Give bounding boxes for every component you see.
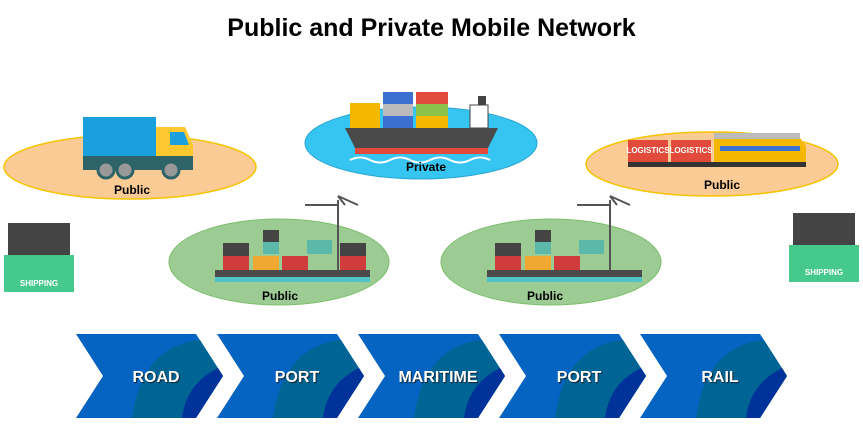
shipping-container-icon bbox=[4, 223, 74, 292]
stage-chevron-rail bbox=[640, 334, 787, 418]
node-label: Public bbox=[526, 289, 564, 303]
stage-label: PORT bbox=[556, 369, 602, 386]
stage-label: PORT bbox=[274, 369, 320, 386]
stage-label: ROAD bbox=[132, 369, 180, 386]
node-label: Private bbox=[405, 160, 447, 174]
train-car-label: LOGISTICS bbox=[669, 146, 713, 155]
node-label: Public bbox=[703, 178, 741, 192]
node-label: Public bbox=[113, 183, 151, 197]
stage-chevron-maritime bbox=[358, 334, 505, 418]
stage-label: RAIL bbox=[701, 369, 739, 386]
freight-train-icon bbox=[628, 133, 806, 167]
shipping-label: SHIPPING bbox=[804, 268, 844, 277]
page-title: Public and Private Mobile Network bbox=[227, 14, 636, 42]
port-crane-icon bbox=[215, 195, 370, 282]
train-car-label: LOGISTICS bbox=[626, 146, 670, 155]
stage-chevron-port bbox=[217, 334, 364, 418]
node-label: Public bbox=[261, 289, 299, 303]
cargo-ship-icon bbox=[345, 92, 498, 164]
shipping-label: SHIPPING bbox=[19, 279, 59, 288]
stage-label: MARITIME bbox=[398, 369, 478, 386]
shipping-container-icon bbox=[789, 213, 859, 282]
truck-icon bbox=[83, 117, 193, 180]
stage-chevron-port bbox=[499, 334, 646, 418]
stage-chevron-road bbox=[76, 334, 223, 418]
port-crane-icon bbox=[487, 195, 642, 282]
